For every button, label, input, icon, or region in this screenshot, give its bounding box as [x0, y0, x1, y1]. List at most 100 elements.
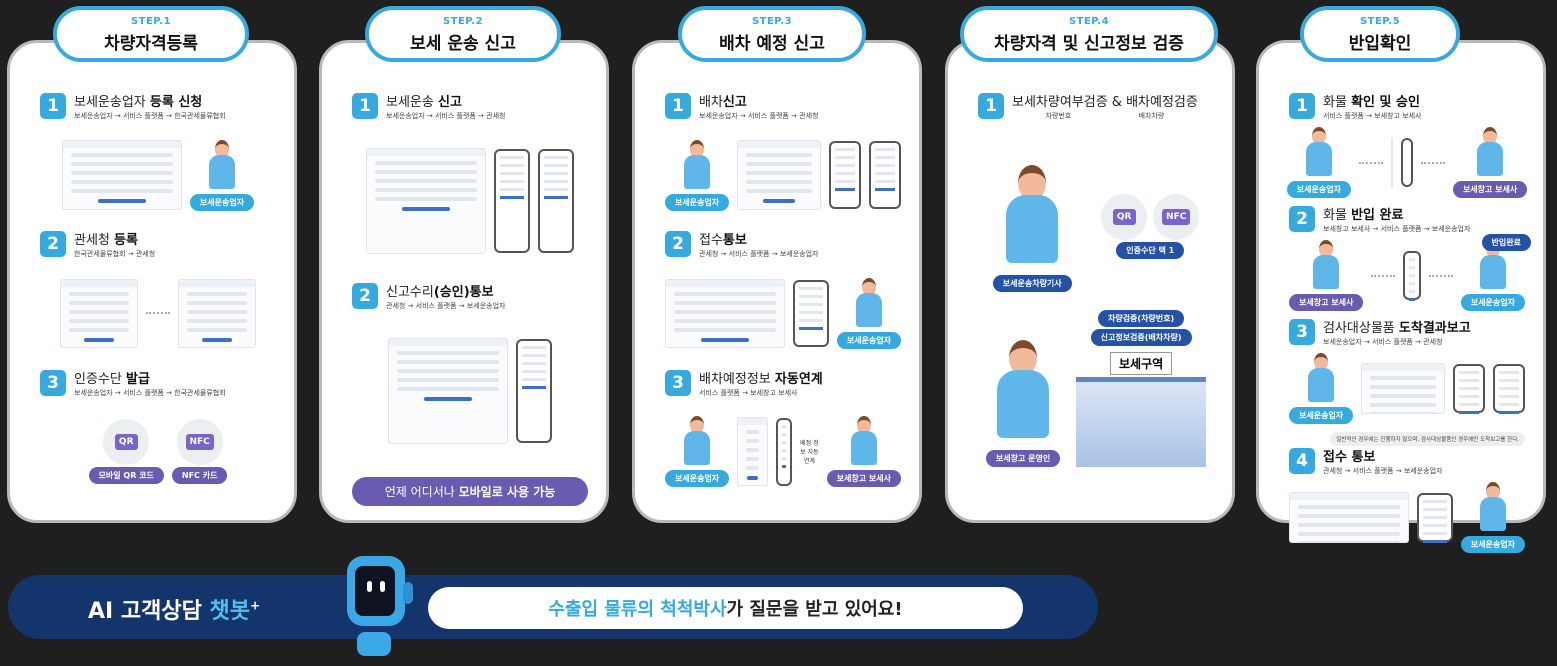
- check-label: 신고정보검증(배차차량): [1090, 328, 1192, 346]
- chatbot-title: AI 고객상담 챗봇+: [88, 593, 260, 625]
- title-regular: 관세청: [74, 233, 115, 249]
- dotted-connector: [1371, 274, 1396, 277]
- phone-mockup: [868, 141, 901, 209]
- step-item-title: 신고수리(승인)통보: [386, 281, 505, 300]
- browser-mockup: [737, 140, 821, 210]
- role-label: 보세운송업자: [665, 193, 730, 211]
- role-label: NFC 카드: [171, 467, 228, 485]
- nfc-icon: NFC: [176, 419, 223, 466]
- step-item-number: 2: [1289, 206, 1315, 232]
- auto-link-caption: 배정 정보 자동 연계: [800, 440, 819, 466]
- title-regular: 보세차량여부검증 & 배차예정검증: [1012, 95, 1198, 110]
- step-number: STEP.3: [751, 16, 793, 27]
- check-label: 차량검증(차량번호): [1097, 309, 1185, 327]
- step-number: STEP.1: [130, 16, 172, 27]
- step-illustration: 차량 자격 등록 신청완료차량 자격 등록완료: [40, 259, 276, 367]
- title-bold: 도착결과보고: [1398, 321, 1471, 336]
- phone-mockup: [1416, 492, 1453, 543]
- person-figure: 보세운송업자: [1286, 127, 1351, 198]
- step-number: STEP.4: [1068, 16, 1110, 27]
- role-label: 보세창고 보세사: [1289, 294, 1364, 311]
- phone-mockup: [792, 279, 829, 348]
- browser-mockup: [1361, 362, 1445, 415]
- step-item-number: 3: [40, 369, 66, 396]
- step-item-path: 보세운송업자 → 서비스 플랫폼 → 관세청: [386, 112, 506, 120]
- step-item-title: 인증수단 발급: [74, 368, 226, 387]
- step-item-title: 보세운송업자 등록 신청: [74, 91, 226, 110]
- dotted-connector: [1428, 274, 1453, 277]
- mobile-banner: 언제 어디서나 모바일로 사용 가능: [352, 477, 588, 506]
- step-item-path: 보세운송업자 → 서비스 플랫폼 → 관세청: [1323, 338, 1443, 346]
- banner-bold: 모바일로 사용 가능: [458, 485, 556, 499]
- step-illustration: 보세운송업자: [665, 121, 901, 229]
- title-bold: 신고: [437, 95, 462, 110]
- dotted-connector: [146, 312, 170, 315]
- step-item-title: 접수 통보: [1323, 446, 1442, 465]
- step-item-title: 보세차량여부검증 & 배차예정검증: [1012, 91, 1198, 110]
- role-label: 보세운송업자: [665, 470, 730, 488]
- person-icon: [852, 277, 886, 330]
- step-item-title: 검사대상물품 도착결과보고: [1323, 317, 1471, 336]
- auth-circles: QR NFC: [1101, 193, 1200, 240]
- title-bold: 통보: [722, 233, 747, 249]
- bonded-zone-gate: 차량검증(차량번호)신고정보검증(배차차량)보세구역: [1076, 309, 1207, 467]
- message-rest: 가 질문을 받고 있어요!: [726, 599, 903, 620]
- person-figure: 보세창고 보세사: [1452, 127, 1528, 198]
- title-bold: 발급: [125, 371, 150, 387]
- step-illustration: 보세운송업자: [1289, 347, 1525, 430]
- phone-mockup: [516, 339, 552, 443]
- person-icon: [205, 139, 239, 192]
- step-item-number: 1: [352, 93, 378, 119]
- step-title: 배차 예정 신고: [719, 34, 825, 54]
- step-item-number: 3: [665, 369, 691, 396]
- step-item-title: 배차예정정보 자동연계: [699, 368, 823, 387]
- person-icon: [1476, 482, 1510, 534]
- step-item-path: 관세청 → 서비스 플랫폼 → 보세운송업자: [386, 302, 506, 310]
- title-bold: (승인)통보: [433, 285, 494, 300]
- role-label: 보세창고 운영인: [985, 449, 1061, 467]
- role-label: 보세창고 보세사: [1452, 181, 1528, 198]
- step-header-3[interactable]: STEP.3 배차 예정 신고: [678, 6, 866, 62]
- qr-label: QR: [1112, 208, 1136, 225]
- title-regular: 화물: [1323, 95, 1352, 110]
- nfc-label: NFC: [1162, 208, 1191, 225]
- dotted-connector: [1358, 161, 1383, 164]
- step-item-number: 2: [40, 231, 66, 258]
- banner-text: 언제 어디서나: [384, 485, 459, 499]
- chatbot-title-prefix: AI 고객상담: [88, 599, 210, 624]
